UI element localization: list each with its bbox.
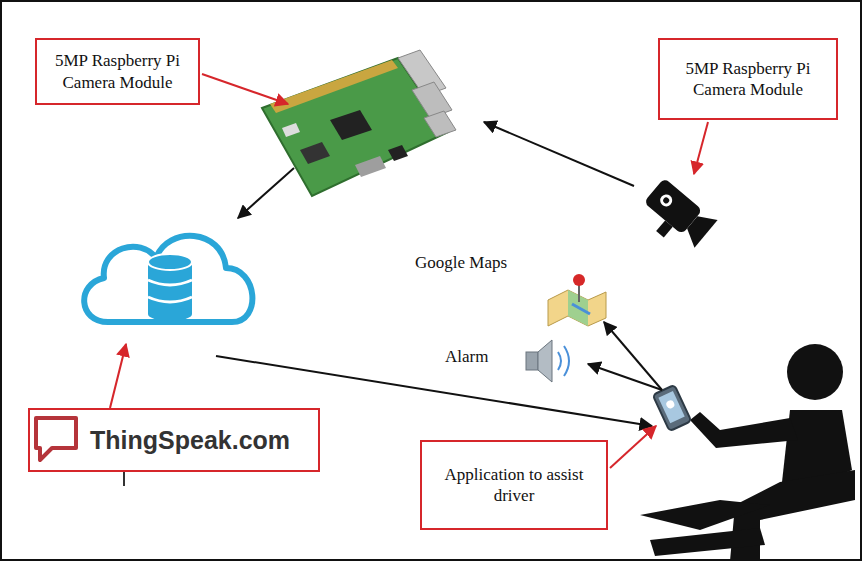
callout-box: Application to assist driver [420,440,608,530]
driver-silhouette [640,344,855,561]
camera-icon [635,176,718,256]
box-text: Application to assist driver [430,464,598,507]
callout-box: 5MP Raspberry Pi Camera Module [658,38,838,120]
raspberry-pi-board [262,50,456,196]
callout-box: 5MP Raspberry Pi Camera Module [35,38,200,105]
brand-box: ThingSpeak.com [28,408,320,472]
box-text: 5MP Raspberry Pi Camera Module [43,50,192,93]
speaker-icon [526,340,569,382]
map-icon [548,274,606,326]
box-text: ThingSpeak.com [90,426,312,455]
box-text: 5MP Raspberry Pi Camera Module [666,58,830,101]
cloud-database-icon [84,236,252,322]
icon-label: Alarm [443,347,490,367]
icon-label: Google Maps [413,253,509,273]
